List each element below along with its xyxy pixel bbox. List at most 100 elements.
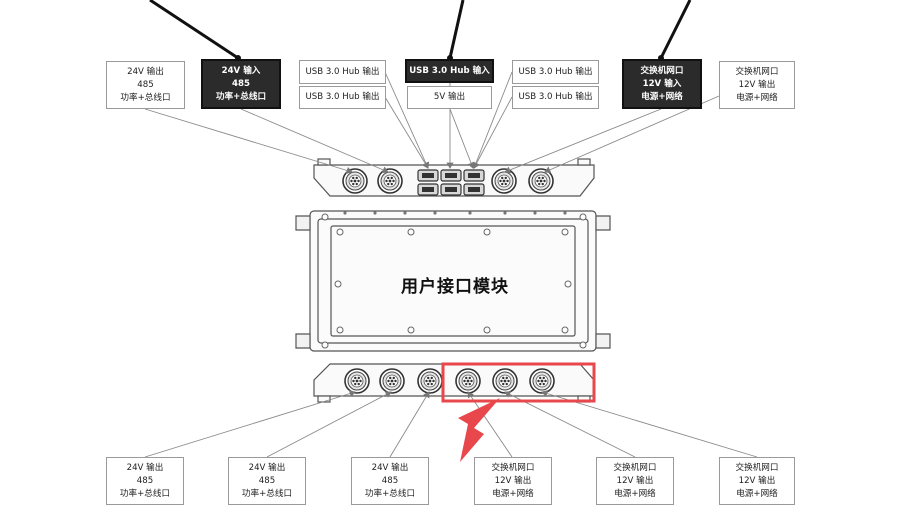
- connector-bottom-4: [455, 368, 481, 394]
- label-bottom-switch-12v-output-2: 交换机网口 12V 输出 电源+网络: [596, 457, 674, 505]
- bolt: [321, 213, 329, 221]
- bolt: [483, 228, 491, 236]
- bolt: [561, 326, 569, 334]
- leader-line: [144, 108, 353, 174]
- bolt: [564, 280, 572, 288]
- module-body: [295, 210, 611, 352]
- label-line: 12V 输出: [738, 475, 776, 486]
- label-line: 功率+总线口: [364, 488, 416, 499]
- module-title: 用户接口模块: [401, 277, 509, 297]
- leader-line: [473, 96, 513, 169]
- leader-line: [467, 391, 513, 458]
- bolt: [579, 213, 587, 221]
- usb-port: [463, 183, 485, 196]
- leader-line: [389, 391, 430, 458]
- label-line: 24V 输出: [371, 462, 409, 473]
- panel-screw: [468, 211, 472, 215]
- leader-line: [504, 391, 636, 458]
- usb-port: [440, 169, 462, 182]
- panel-screw: [503, 211, 507, 215]
- label-line: USB 3.0 Hub 输出: [305, 92, 380, 102]
- label-line: 交换机网口: [735, 462, 779, 473]
- highlight-arrow: [458, 398, 500, 462]
- bolt: [579, 341, 587, 349]
- label-line: 24V 输出: [248, 462, 286, 473]
- label-line: 交换机网口: [491, 462, 535, 473]
- leader-line: [504, 108, 662, 174]
- panel-screw: [563, 211, 567, 215]
- bolt: [321, 341, 329, 349]
- leader-line: [449, 108, 475, 169]
- connector-24v-input: [377, 168, 403, 194]
- label-top-usb-input: USB 3.0 Hub 输入: [405, 59, 494, 83]
- label-line: 电源+网络: [641, 91, 683, 102]
- label-line: USB 3.0 Hub 输出: [305, 66, 380, 77]
- bolt: [483, 326, 491, 334]
- label-top-usb-output-1: USB 3.0 Hub 输出: [299, 60, 386, 84]
- bolt: [407, 228, 415, 236]
- bolt: [334, 280, 342, 288]
- connector-bottom-1: [344, 368, 370, 394]
- label-bottom-24v-output-3: 24V 输出 485 功率+总线口: [351, 457, 429, 505]
- label-line: 12V 输出: [738, 79, 776, 90]
- label-line: USB 3.0 Hub 输出: [518, 66, 593, 77]
- panel-screw: [533, 211, 537, 215]
- label-line: 12V 输出: [494, 475, 532, 486]
- usb-port: [417, 183, 439, 196]
- label-top-5v-output: 5V 输出: [407, 86, 492, 109]
- usb-port: [463, 169, 485, 182]
- panel-screw: [343, 211, 347, 215]
- label-line: 功率+总线口: [215, 91, 267, 102]
- label-line: 12V 输出: [616, 475, 654, 486]
- bolt: [336, 326, 344, 334]
- label-line: 485: [136, 475, 154, 486]
- highlight-box: [441, 362, 596, 403]
- label-line: 12V 输入: [642, 78, 682, 89]
- connector-switch-input: [491, 168, 517, 194]
- label-top-usb-output-4: USB 3.0 Hub 输出: [512, 86, 599, 109]
- leader-line: [240, 108, 389, 174]
- label-line: 交换机网口: [735, 66, 779, 77]
- leader-line: [472, 71, 513, 169]
- label-line: 电源+网络: [492, 488, 534, 499]
- bolt: [336, 228, 344, 236]
- label-line: 485: [381, 475, 399, 486]
- bolt: [407, 326, 415, 334]
- label-line: USB 3.0 Hub 输出: [518, 92, 593, 102]
- leader-line: [384, 96, 429, 169]
- label-line: 功率+总线口: [119, 488, 171, 499]
- label-line: 24V 输入: [221, 65, 261, 76]
- label-line: USB 3.0 Hub 输入: [409, 65, 490, 76]
- label-line: 电源+网络: [736, 92, 778, 103]
- label-line: 电源+网络: [614, 488, 656, 499]
- label-line: 交换机网口: [613, 462, 657, 473]
- label-line: 485: [137, 79, 154, 90]
- label-top-switch-12v-output: 交换机网口 12V 输出 电源+网络: [719, 61, 795, 109]
- label-line: 功率+总线口: [120, 92, 171, 103]
- label-line: 485: [232, 78, 250, 89]
- label-line: 24V 输出: [126, 462, 164, 473]
- label-bottom-switch-12v-output-1: 交换机网口 12V 输出 电源+网络: [474, 457, 552, 505]
- label-line: 电源+网络: [736, 488, 778, 499]
- label-line: 5V 输出: [433, 92, 466, 102]
- panel-screw: [433, 211, 437, 215]
- label-bottom-24v-output-2: 24V 输出 485 功率+总线口: [228, 457, 306, 505]
- label-top-usb-output-3: USB 3.0 Hub 输出: [512, 60, 599, 84]
- usb-port: [440, 183, 462, 196]
- connector-switch-output: [528, 168, 554, 194]
- label-line: 24V 输出: [127, 66, 164, 77]
- label-top-24v-input: 24V 输入 485 功率+总线口: [201, 59, 281, 109]
- label-top-switch-12v-input: 交换机网口 12V 输入 电源+网络: [622, 59, 702, 109]
- connector-bottom-5: [492, 368, 518, 394]
- label-bottom-switch-12v-output-3: 交换机网口 12V 输出 电源+网络: [719, 457, 795, 505]
- connector-24v-output: [342, 168, 368, 194]
- label-bottom-24v-output-1: 24V 输出 485 功率+总线口: [106, 457, 184, 505]
- label-line: 485: [258, 475, 276, 486]
- leader-line: [384, 71, 430, 169]
- usb-port: [417, 169, 439, 182]
- panel-screw: [403, 211, 407, 215]
- bolt: [561, 228, 569, 236]
- connector-bottom-6: [529, 368, 555, 394]
- connector-bottom-3: [417, 368, 443, 394]
